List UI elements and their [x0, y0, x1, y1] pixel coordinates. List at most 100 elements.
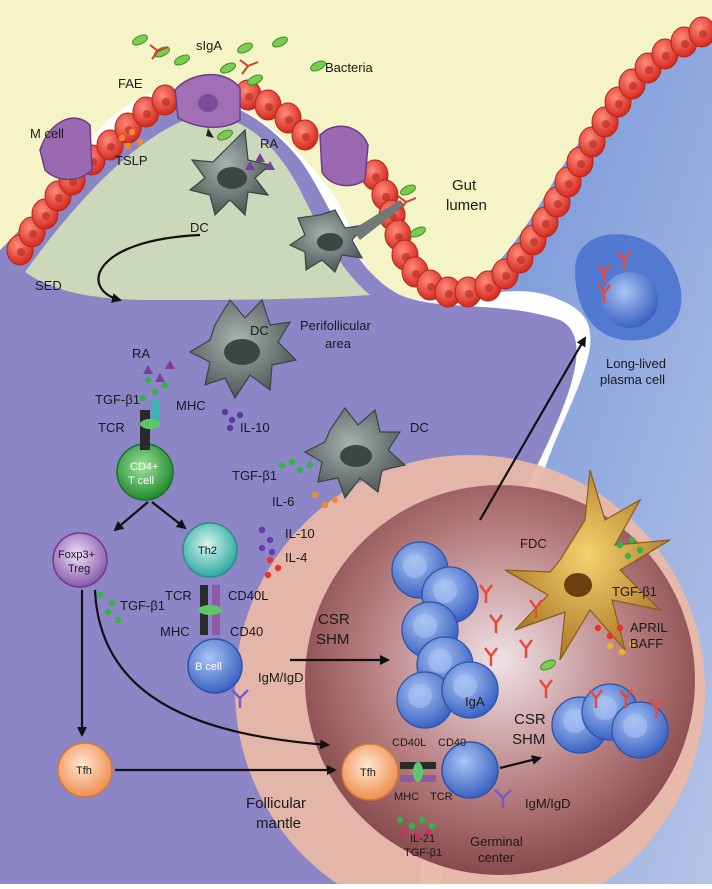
arrow-to-plasma-cell: [479, 336, 586, 521]
b-cell-nucleus: [593, 696, 617, 720]
cytokine-dot: [636, 546, 644, 554]
label-long-lived: Long-lived: [606, 356, 666, 371]
cytokine-dot: [151, 388, 159, 396]
epithelial-nucleus: [245, 93, 253, 101]
iga-antibody: [619, 689, 633, 708]
siga-molecule: [397, 195, 417, 211]
epithelial-nucleus: [542, 220, 550, 228]
label-csr-1: CSR: [318, 611, 350, 628]
epithelial-nucleus: [107, 143, 115, 151]
m-cell-right: [319, 125, 369, 187]
cytokine-dot: [594, 624, 602, 632]
label-dc-top: DC: [190, 220, 209, 235]
label-b-cell: B cell: [195, 661, 222, 673]
label-cd40-gc: CD40: [438, 737, 466, 749]
epithelial-nucleus: [395, 233, 403, 241]
tcr-cd40-interface-th2: [198, 585, 222, 635]
epithelial-nucleus: [554, 200, 562, 208]
cytokine-dot: [226, 424, 234, 432]
epithelial-nucleus: [645, 66, 653, 74]
igm-igd-receptor: [231, 689, 249, 708]
cytokine-dot: [618, 648, 626, 656]
label-plasma-cell: plasma cell: [600, 372, 665, 387]
bacterium: [540, 659, 556, 671]
epithelial-nucleus: [29, 230, 37, 238]
epithelial-nucleus: [577, 160, 585, 168]
gc-b-cell: [441, 741, 499, 799]
b-cell-nucleus: [428, 649, 452, 673]
cytokine-dot: [296, 466, 304, 474]
label-csr-2: CSR: [514, 711, 546, 728]
bacterium: [247, 74, 263, 86]
label-mhc-mid: MHC: [176, 398, 206, 413]
cytokine-dot: [311, 491, 319, 499]
ra-triangle: [245, 161, 255, 170]
arrow-treg-to-gc: [93, 589, 330, 750]
cytokine-dot: [264, 571, 272, 579]
epithelial-nucleus: [465, 290, 473, 298]
label-igm-igd-1: IgM/IgD: [258, 670, 304, 685]
b-cell-nucleus: [453, 674, 477, 698]
label-gut: Gut: [452, 177, 477, 194]
cytokine-dot: [408, 822, 416, 830]
th2-cell: [182, 522, 238, 578]
epithelial-nucleus: [143, 110, 151, 118]
b-cell-nucleus: [403, 554, 427, 578]
bacteria-group: [132, 34, 556, 671]
label-perifollicular: Perifollicular: [300, 318, 371, 333]
label-baff: BAFF: [630, 636, 663, 651]
epithelial-nucleus: [502, 272, 510, 280]
cytokine-dot: [278, 461, 286, 469]
label-dc-mid: DC: [250, 323, 269, 338]
epithelial-nucleus: [382, 193, 390, 201]
arrow-t-to-treg: [113, 501, 149, 532]
epithelial-nucleus: [681, 40, 689, 48]
cytokine-dot: [118, 134, 126, 142]
cytokine-dot: [96, 591, 104, 599]
epithelial-nucleus: [699, 30, 707, 38]
label-foxp3: Foxp3+: [58, 549, 95, 561]
iga-antibody: [479, 584, 493, 603]
epithelial-nucleus: [615, 100, 623, 108]
sed-dome-region: [25, 115, 370, 300]
iga-antibody: [539, 679, 553, 698]
label-il10-right: IL-10: [285, 526, 315, 541]
epithelial-nucleus: [485, 284, 493, 292]
siga-molecule: [149, 44, 169, 60]
epithelial-nucleus: [42, 212, 50, 220]
tcr-mhc-interface-mid: [140, 400, 160, 450]
arrow-t-to-th2: [151, 501, 187, 530]
bacterium: [410, 226, 426, 238]
cytokine-dot: [258, 544, 266, 552]
bacterium: [400, 184, 416, 196]
tfh-cell-gc: [341, 743, 399, 801]
dc-lumen-sampling: [288, 200, 405, 274]
bacterium: [220, 62, 236, 74]
cytokine-dot: [268, 548, 276, 556]
b-cell-nucleus: [408, 684, 432, 708]
label-center: center: [478, 850, 515, 865]
cytokine-dot: [606, 642, 614, 650]
label-shm-2: SHM: [512, 731, 545, 748]
epithelial-nucleus: [55, 194, 63, 202]
b-cell-nucleus: [623, 714, 647, 738]
cytokine-dot: [136, 138, 144, 146]
epithelial-nucleus: [530, 238, 538, 246]
label-sed: SED: [35, 278, 62, 293]
fdc-cell: [504, 469, 671, 661]
ra-triangle: [165, 360, 175, 369]
b-cell-nucleus: [413, 614, 437, 638]
label-treg: Treg: [68, 563, 90, 575]
bacterium: [272, 36, 288, 48]
epithelial-nucleus: [629, 82, 637, 90]
cytokine-dot: [628, 640, 636, 648]
label-tslp: TSLP: [115, 153, 148, 168]
long-lived-plasma-cell: [575, 234, 682, 341]
label-tfh-gc: Tfh: [360, 767, 376, 779]
cytokine-dot: [606, 632, 614, 640]
cytokine-dot: [228, 416, 236, 424]
epithelial-nucleus: [372, 173, 380, 181]
ra-triangle: [155, 373, 165, 382]
